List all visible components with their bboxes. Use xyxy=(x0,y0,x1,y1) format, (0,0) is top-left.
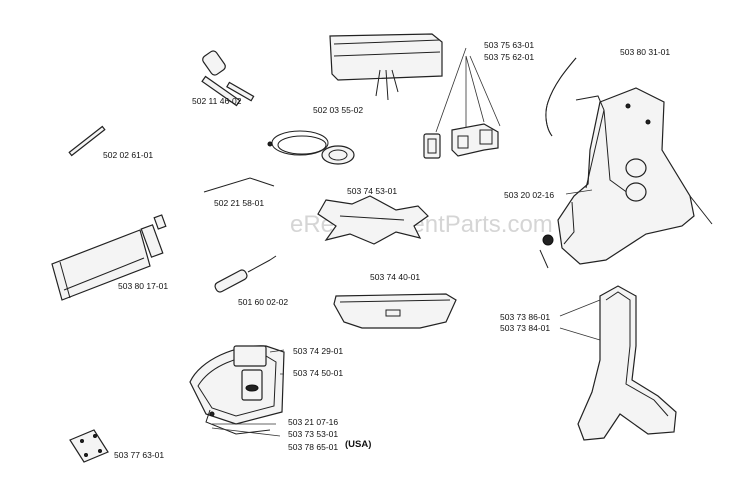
trimmer-line-coil-icon xyxy=(267,130,355,165)
usa-label: (USA) xyxy=(345,439,371,450)
part-label-503-73-86-01: 503 73 86-01 xyxy=(500,312,550,322)
part-label-503-74-40-01: 503 74 40-01 xyxy=(370,272,420,282)
part-label-503-73-84-01: 503 73 84-01 xyxy=(500,323,550,333)
part-label-502-03-55-02: 502 03 55-02 xyxy=(313,105,363,115)
part-label-502-02-61-01: 502 02 61-01 xyxy=(103,150,153,160)
part-label-503-80-17-01: 503 80 17-01 xyxy=(118,281,168,291)
plate-icon xyxy=(69,429,109,463)
grease-tube-icon xyxy=(51,214,167,301)
part-label-503-20-02-16: 503 20 02-16 xyxy=(504,190,554,200)
blade-guard-cover-icon xyxy=(333,293,457,329)
part-label-502-11-46-02: 502 11 46-02 xyxy=(192,96,242,106)
part-label-503-77-63-01: 503 77 63-01 xyxy=(114,450,164,460)
part-label-503-78-65-01: 503 78 65-01 xyxy=(288,442,338,452)
part-label-501-60-02-02: 501 60 02-02 xyxy=(238,297,288,307)
hex-key-icon xyxy=(203,177,275,193)
part-label-502-21-58-01: 502 21 58-01 xyxy=(214,198,264,208)
part-label-503-74-53-01: 503 74 53-01 xyxy=(347,186,397,196)
part-label-503-74-29-01: 503 74 29-01 xyxy=(293,346,343,356)
drift-pin-icon xyxy=(68,125,106,157)
cutting-blade-icon xyxy=(317,195,429,245)
buckle-icon xyxy=(423,123,499,159)
hose-clip-icon xyxy=(545,57,577,137)
tool-bag-icon xyxy=(329,33,443,101)
part-label-503-75-63-01: 503 75 63-01 xyxy=(484,40,534,50)
part-label-503-74-50-01: 503 74 50-01 xyxy=(293,368,343,378)
support-stand-icon xyxy=(577,285,677,441)
combination-wrench-icon xyxy=(201,50,255,107)
part-label-503-80-31-01: 503 80 31-01 xyxy=(620,47,670,57)
part-label-503-21-07-16: 503 21 07-16 xyxy=(288,417,338,427)
part-label-503-75-62-01: 503 75 62-01 xyxy=(484,52,534,62)
screwdriver-icon xyxy=(214,255,277,293)
part-label-503-73-53-01: 503 73 53-01 xyxy=(288,429,338,439)
trimmer-guard-icon xyxy=(189,345,285,435)
harness-icon xyxy=(539,87,713,269)
